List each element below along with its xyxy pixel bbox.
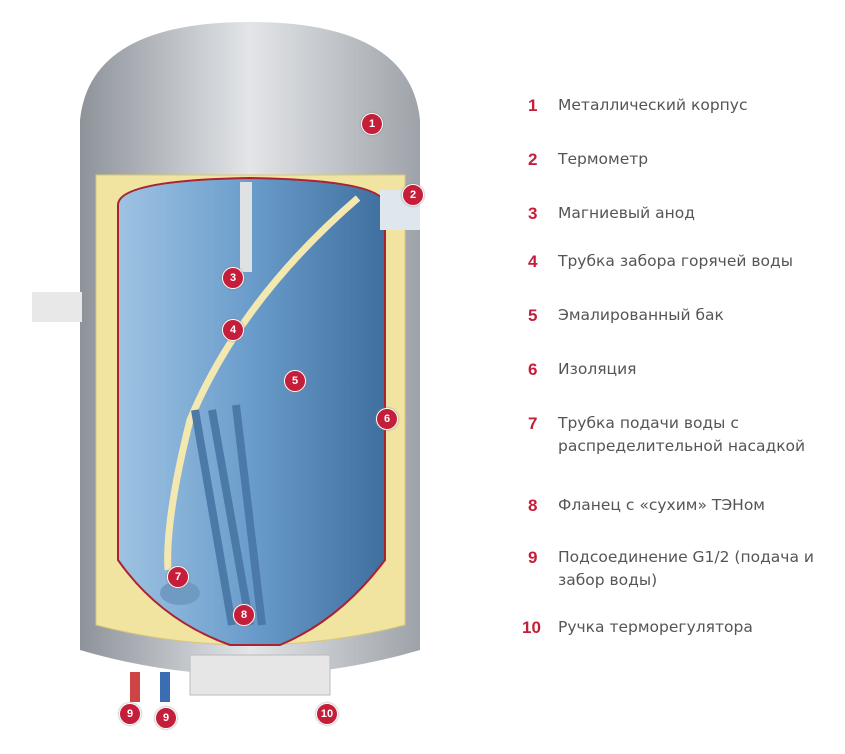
water-heater-illustration: [32, 22, 420, 702]
legend-label: Трубка забора горячей воды: [558, 252, 793, 270]
legend-label: Металлический корпус: [558, 96, 748, 114]
marker-1: 1: [361, 113, 383, 135]
marker-7: 7: [167, 566, 189, 588]
inlet-diffuser: [160, 581, 200, 605]
legend-num: 3: [528, 204, 538, 223]
legend-num: 1: [528, 96, 538, 115]
legend-num: 6: [528, 360, 538, 379]
legend-label: Фланец с «сухим» ТЭНом: [558, 496, 765, 514]
marker-9-outlet: 9: [155, 707, 177, 729]
legend-item-2: 2 Термометр: [528, 148, 828, 171]
legend-item-5: 5 Эмалированный бак: [528, 304, 828, 327]
marker-3: 3: [222, 267, 244, 289]
marker-5: 5: [284, 370, 306, 392]
legend-item-9: 9 Подсоединение G1/2 (подача и забор воды…: [528, 546, 828, 592]
enamel-tank: [117, 176, 386, 646]
legend-item-1: 1 Металлический корпус: [528, 94, 828, 117]
legend-label: Магниевый анод: [558, 204, 695, 222]
legend-num: 9: [528, 548, 538, 567]
legend-label: Подсоединение G1/2 (подача и забор воды): [558, 548, 814, 589]
hot-pipe: [130, 672, 140, 702]
legend-label: Термометр: [558, 150, 649, 168]
marker-4: 4: [222, 319, 244, 341]
legend-num: 4: [528, 252, 538, 271]
cold-pipe: [160, 672, 170, 702]
legend-label: Трубка подачи воды с распределительной н…: [558, 414, 806, 455]
legend-num: 10: [522, 618, 541, 637]
hot-water-pipe: [164, 195, 361, 571]
legend-item-8: 8 Фланец с «сухим» ТЭНом: [528, 494, 828, 517]
anode: [240, 182, 252, 272]
legend-item-6: 6 Изоляция: [528, 358, 828, 381]
legend-num: 5: [528, 306, 538, 325]
legend-num: 7: [528, 414, 538, 433]
marker-10: 10: [316, 703, 338, 725]
legend-num: 8: [528, 496, 538, 515]
marker-8: 8: [233, 604, 255, 626]
control-box: [189, 654, 331, 696]
legend-label: Изоляция: [558, 360, 637, 378]
legend-item-10: 10 Ручка терморегулятора: [522, 616, 828, 639]
marker-6: 6: [376, 408, 398, 430]
marker-9-inlet: 9: [119, 703, 141, 725]
legend-label: Ручка терморегулятора: [558, 618, 753, 636]
legend-label: Эмалированный бак: [558, 306, 724, 324]
legend-item-3: 3 Магниевый анод: [528, 202, 828, 225]
heating-elements: [191, 404, 266, 626]
legend-num: 2: [528, 150, 538, 169]
wall-bracket: [32, 292, 82, 322]
legend-item-7: 7 Трубка подачи воды с распределительной …: [528, 412, 828, 458]
legend-item-4: 4 Трубка забора горячей воды: [528, 250, 828, 273]
marker-2: 2: [402, 184, 424, 206]
